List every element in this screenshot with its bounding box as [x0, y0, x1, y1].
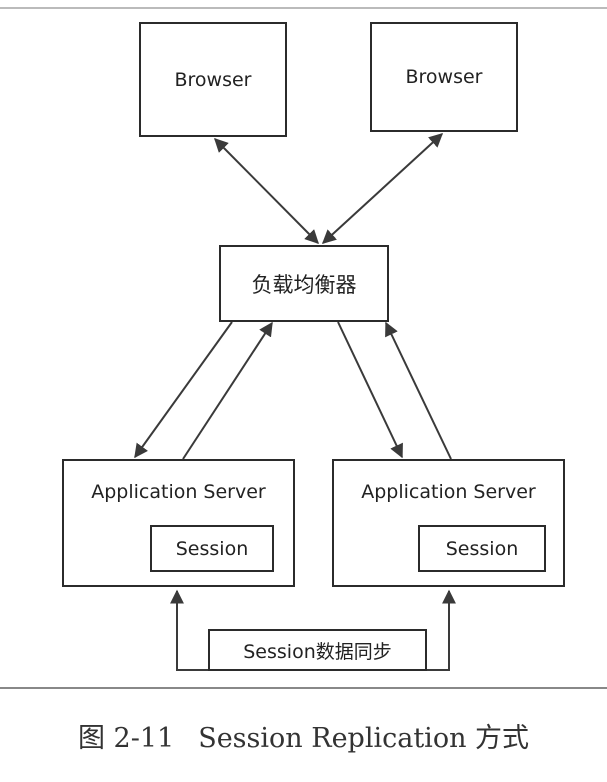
browser-right-box: Browser	[370, 22, 518, 132]
browser-left-label: Browser	[174, 68, 252, 91]
application-server-left-box: Application Server Session	[62, 459, 295, 587]
arrow-browser-left-lb	[214, 138, 319, 244]
load-balancer-box: 负载均衡器	[219, 245, 389, 322]
diagram-figure: Browser Browser 负载均衡器 Application Server…	[0, 7, 607, 689]
session-right-box: Session	[418, 525, 546, 572]
arrow-lb-to-server-right	[337, 321, 403, 459]
browser-right-label: Browser	[405, 66, 483, 88]
session-right-label: Session	[445, 537, 519, 560]
session-sync-box: Session数据同步	[208, 629, 427, 671]
application-server-left-label: Application Server	[91, 481, 266, 503]
arrow-lb-to-server-left	[134, 321, 233, 459]
application-server-right-box: Application Server Session	[332, 459, 565, 587]
session-left-label: Session	[175, 537, 249, 560]
figure-caption: 图 2-11 Session Replication 方式	[0, 716, 607, 755]
session-left-box: Session	[150, 525, 274, 572]
arrow-browser-right-lb	[321, 133, 444, 244]
browser-left-box: Browser	[139, 22, 287, 137]
load-balancer-label: 负载均衡器	[251, 272, 357, 297]
session-sync-label: Session数据同步	[243, 640, 392, 663]
caption-text: Session Replication 方式	[198, 723, 530, 754]
arrow-server-right-to-lb	[385, 321, 452, 460]
caption-number: 图 2-11	[77, 723, 175, 754]
application-server-right-label: Application Server	[361, 481, 536, 503]
arrow-server-left-to-lb	[182, 321, 273, 460]
